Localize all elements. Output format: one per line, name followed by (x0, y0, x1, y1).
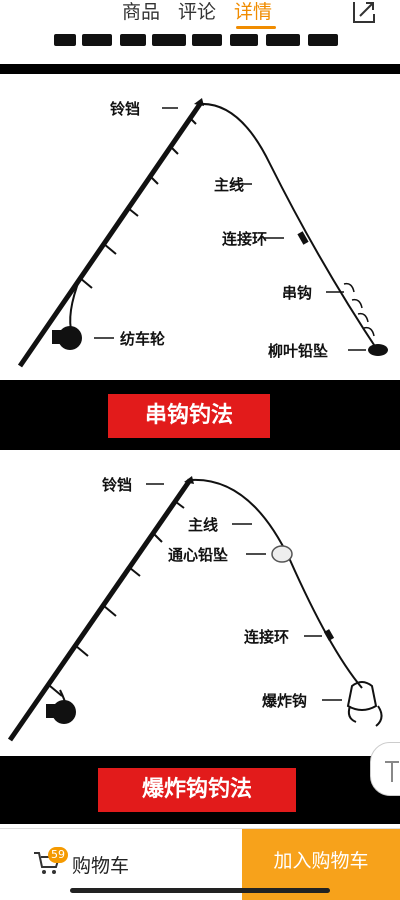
active-tab-indicator (236, 26, 276, 29)
method-band-1: 串钩钓法 (0, 380, 400, 450)
label-through-sinker: 通心铅坠 (168, 546, 229, 564)
floating-side-button[interactable] (370, 742, 400, 796)
label-connector: 连接环 (222, 230, 268, 248)
label-main-line-2: 主线 (188, 516, 219, 534)
home-indicator (70, 888, 330, 893)
label-main-line: 主线 (214, 176, 245, 194)
cropped-title-strip (40, 30, 370, 46)
explosive-hook-method-button[interactable]: 爆炸钩钓法 (98, 768, 296, 812)
bottom-action-bar: 59 购物车 加入购物车 (0, 828, 400, 900)
cart-button[interactable]: 59 购物车 (0, 829, 242, 900)
label-sinker: 柳叶铅坠 (268, 342, 329, 360)
string-hook-panel: 铃铛 主线 连接环 串钩 柳叶铅坠 纺车轮 (0, 74, 400, 380)
tab-reviews[interactable]: 评论 (178, 1, 217, 23)
label-connector-2: 连接环 (244, 628, 290, 646)
fishing-diagram: 铃铛 主线 连接环 串钩 柳叶铅坠 纺车轮 串钩钓法 (0, 64, 400, 824)
rod-illustration-1 (17, 98, 388, 368)
divider-band (0, 64, 400, 74)
tab-details[interactable]: 详情 (234, 1, 273, 23)
share-icon[interactable] (350, 0, 378, 26)
scroll-top-icon (385, 761, 399, 782)
tab-goods[interactable]: 商品 (122, 1, 161, 23)
method-band-2: 爆炸钩钓法 (0, 756, 400, 824)
label-string-hook: 串钩 (282, 284, 313, 302)
label-reel: 纺车轮 (120, 330, 166, 348)
label-bell-2: 铃铛 (102, 476, 133, 494)
label-bell: 铃铛 (110, 100, 141, 118)
label-explosive-hook: 爆炸钩 (262, 692, 308, 710)
string-hook-method-button[interactable]: 串钩钓法 (108, 394, 270, 438)
cart-count-badge: 59 (48, 847, 68, 863)
explosive-hook-panel: 铃铛 主线 通心铅坠 连接环 爆炸钩 (0, 450, 400, 756)
top-tab-bar: 商品 评论 详情 (0, 0, 400, 30)
rod-illustration-2 (7, 476, 383, 742)
cart-label: 购物车 (72, 855, 130, 877)
